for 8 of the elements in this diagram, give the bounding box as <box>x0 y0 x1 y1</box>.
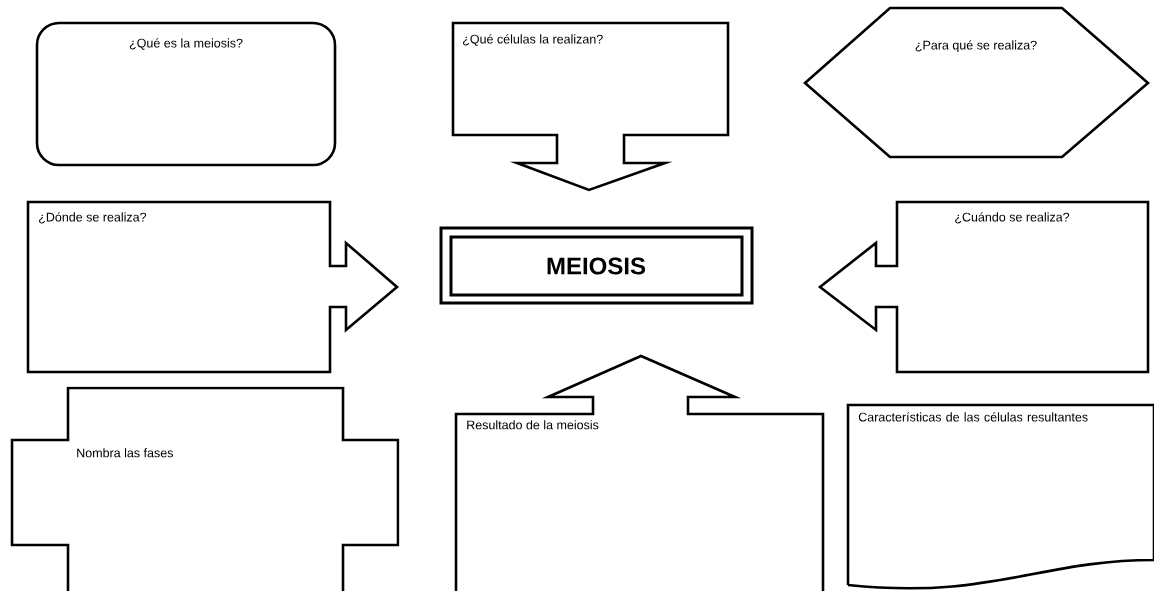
right-arrow-callout: ¿Dónde se realiza? <box>26 200 399 374</box>
down-arrow-callout: ¿Qué células la realizan? <box>451 21 730 192</box>
title-box: MEIOSIS <box>439 226 754 305</box>
rounded-box: ¿Qué es la meiosis? <box>35 21 337 167</box>
left-arrow-callout: ¿Cuándo se realiza? <box>817 200 1150 374</box>
up-arrow-callout: Resultado de la meiosis <box>454 354 825 591</box>
hexagon: ¿Para qué se realiza? <box>803 6 1150 159</box>
document-shape: Características de las células resultantes <box>846 403 1154 590</box>
